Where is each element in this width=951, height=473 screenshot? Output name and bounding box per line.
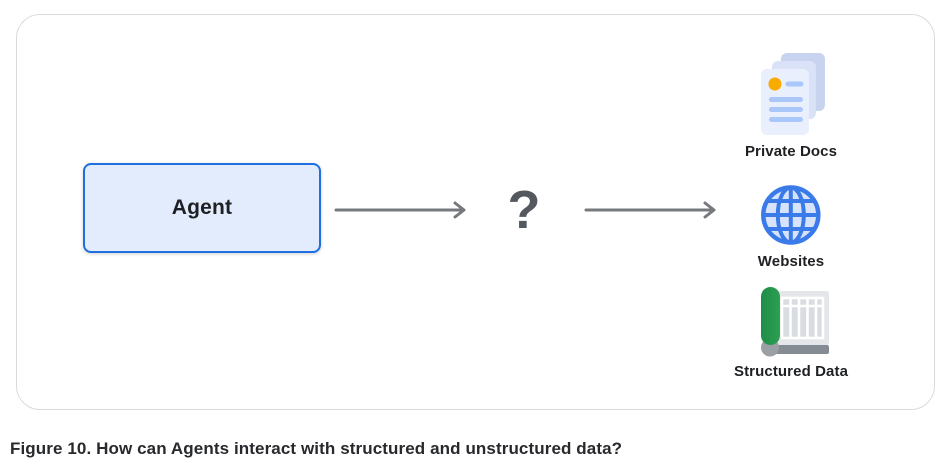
spreadsheet-scroll-icon [761, 287, 829, 357]
globe-icon [761, 185, 821, 245]
target-label: Structured Data [733, 363, 849, 380]
target-structured-data: Structured Data [734, 287, 848, 380]
private-docs-icon [761, 53, 825, 135]
diagram-canvas: Agent ? Private Docs [16, 14, 935, 410]
arrow-right-icon [334, 201, 466, 219]
question-mark: ? [507, 180, 541, 240]
figure-caption: Figure 10. How can Agents interact with … [10, 439, 623, 458]
target-websites: Websites [758, 183, 824, 270]
arrow-right-icon [584, 201, 716, 219]
agent-label: Agent [171, 196, 233, 219]
target-label: Private Docs [744, 143, 838, 160]
agent-node: Agent [83, 163, 321, 253]
target-private-docs: Private Docs [745, 53, 837, 160]
target-label: Websites [757, 253, 825, 270]
